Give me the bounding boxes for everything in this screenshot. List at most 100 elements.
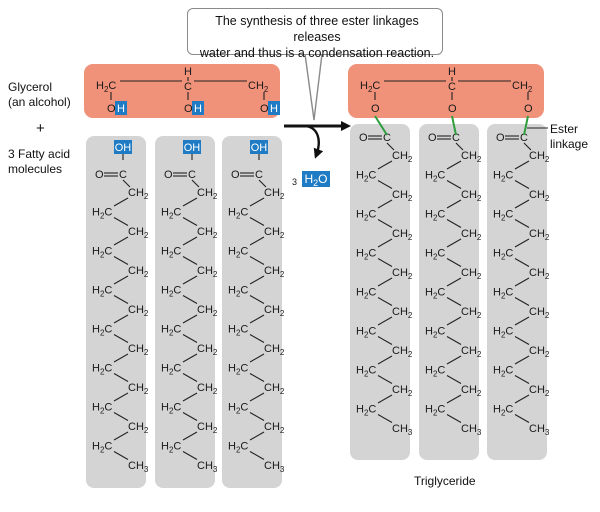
water-formula: H2O	[304, 172, 327, 188]
bond-line	[446, 160, 462, 170]
callout-pointer	[304, 53, 323, 121]
bond-line	[182, 236, 198, 246]
methylene-left: H2C	[493, 248, 513, 262]
methylene-left: H2C	[92, 402, 112, 416]
methylene-right: CH3	[461, 423, 482, 437]
bond-line	[113, 314, 129, 324]
bond-line	[249, 197, 265, 207]
bond-line	[122, 179, 131, 188]
bond-line	[182, 217, 198, 226]
bond-line	[377, 336, 393, 345]
bond-line	[446, 355, 462, 365]
methylene-right: CH3	[197, 460, 218, 474]
methylene-right: CH2	[461, 306, 482, 320]
bond-line	[182, 334, 198, 343]
methylene-right: CH2	[128, 382, 149, 396]
carbonyl-oxygen: O	[231, 169, 240, 181]
carbonyl-oxygen: O	[95, 169, 104, 181]
methylene-left: H2C	[425, 209, 445, 223]
methylene-right: CH2	[392, 189, 413, 203]
carbonyl-oxygen: O	[496, 132, 505, 144]
carboxyl-hydroxyl-text: OH	[251, 142, 268, 154]
bond-line	[113, 353, 129, 363]
hydroxyl-hydrogen-box	[115, 101, 127, 115]
bond-line	[182, 256, 198, 265]
bond-line	[386, 142, 395, 151]
water-box	[302, 171, 330, 187]
bond-line	[446, 297, 462, 306]
methylene-left: H2C	[356, 365, 376, 379]
water-release-arrow	[305, 124, 324, 159]
bond-line	[249, 353, 265, 363]
ester-linkage-label-line-1: Ester	[550, 122, 579, 136]
hydroxyl-hydrogen: H	[192, 101, 204, 115]
bond-line	[377, 375, 393, 384]
methylene-right: CH2	[197, 265, 218, 279]
methylene-left: H2C	[228, 441, 248, 455]
methylene-left: H2C	[228, 246, 248, 260]
carbonyl-carbon: C	[452, 132, 460, 144]
bond-line	[514, 160, 530, 170]
fatty-acid-label-line-2: molecules	[8, 162, 63, 176]
bond-line	[113, 236, 129, 246]
methylene-right: CH2	[461, 345, 482, 359]
plus-sign: +	[36, 120, 45, 137]
methylene-left: H2C	[356, 248, 376, 262]
glycerol-left-carbon: H2C	[96, 80, 116, 94]
bond-line	[514, 238, 530, 248]
methylene-left: H2C	[425, 326, 445, 340]
bond-line	[113, 451, 129, 460]
glycerol-oxygen: O	[184, 103, 193, 115]
bond-line	[182, 295, 198, 304]
water-coefficient: 3	[292, 177, 297, 187]
bond-line	[446, 238, 462, 248]
carbonyl-oxygen: O	[164, 169, 173, 181]
carboxyl-hydroxyl: OH	[183, 140, 201, 154]
bond-line	[249, 295, 265, 304]
methylene-right: CH2	[197, 187, 218, 201]
carbonyl-oxygen: O	[428, 132, 437, 144]
bond-line	[377, 394, 393, 404]
bond-line	[182, 197, 198, 207]
glycerol-oxygen: O	[107, 103, 116, 115]
hydroxyl-hydrogen: H	[268, 101, 280, 115]
bond-line	[113, 275, 129, 285]
methylene-left: H2C	[356, 170, 376, 184]
methylene-left: H2C	[493, 209, 513, 223]
bond-line	[523, 142, 532, 151]
bond-line	[377, 258, 393, 267]
glycerol-middle-carbon: C	[184, 81, 192, 93]
methylene-right: CH2	[461, 228, 482, 242]
callout-box	[187, 8, 443, 55]
hydroxyl-hydrogen-box	[192, 101, 204, 115]
bond-line	[514, 297, 530, 306]
methylene-left: H2C	[425, 365, 445, 379]
methylene-left: H2C	[92, 285, 112, 299]
methylene-left: H2C	[92, 363, 112, 377]
triglyceride-label: Triglyceride	[414, 474, 476, 488]
glycerol-label-line-2: (an alcohol)	[8, 95, 71, 109]
bond-line	[446, 414, 462, 423]
methylene-right: CH2	[264, 226, 285, 240]
methylene-right: CH2	[128, 343, 149, 357]
methylene-right: CH2	[529, 306, 550, 320]
bond-line	[377, 199, 393, 209]
bond-line	[446, 316, 462, 326]
glycerol-middle-carbon: C	[448, 81, 456, 93]
methylene-right: CH2	[264, 265, 285, 279]
methylene-right: CH2	[128, 265, 149, 279]
bond-line	[182, 353, 198, 363]
released-water: 3 H2O	[292, 171, 330, 188]
bond-line	[113, 373, 129, 382]
bond-line	[249, 256, 265, 265]
bond-line	[446, 277, 462, 287]
bond-line	[514, 414, 530, 423]
methylene-right: CH2	[529, 384, 550, 398]
carboxyl-hydroxyl: OH	[114, 140, 132, 154]
bond-line	[182, 373, 198, 382]
